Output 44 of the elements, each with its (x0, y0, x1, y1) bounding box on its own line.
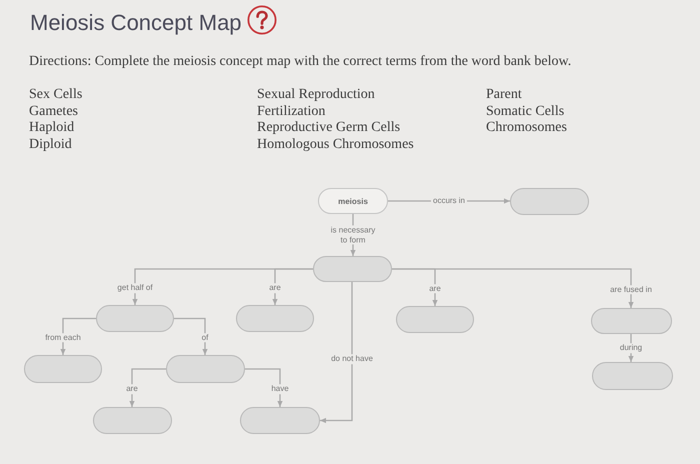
word-bank-term: Diploid (29, 136, 72, 152)
edge-label: are (427, 284, 443, 294)
answer-box (510, 188, 589, 215)
page-title: Meiosis Concept Map (30, 10, 242, 36)
word-bank-term: Gametes (29, 104, 78, 120)
word-bank-term: Chromosomes (486, 120, 567, 136)
word-bank-term: Somatic Cells (486, 104, 564, 120)
edge-label: are fused in (608, 284, 654, 294)
edge-label: of (200, 332, 210, 343)
directions-text: Directions: Complete the meiosis concept map with the correct terms from the word bank below. (29, 54, 572, 70)
edge-label: do not have (329, 354, 375, 364)
edge-label: occurs in (431, 196, 467, 206)
arrow (392, 268, 634, 308)
concept-label: meiosis (338, 196, 368, 206)
answer-box (313, 256, 392, 282)
answer-box (592, 362, 673, 390)
arrow (129, 368, 166, 407)
arrow (272, 268, 313, 305)
answer-box (166, 355, 245, 383)
word-bank-term: Parent (486, 87, 522, 103)
word-bank-term: Sex Cells (29, 87, 82, 103)
arrow (320, 282, 353, 424)
arrow (245, 368, 283, 407)
answer-box (591, 308, 672, 334)
answer-box (96, 305, 174, 332)
answer-box (236, 305, 314, 332)
edge-label: get half of (115, 283, 155, 293)
answer-box (24, 355, 102, 383)
edge-label: have (269, 384, 291, 394)
answer-box (240, 407, 320, 434)
answer-box (396, 306, 474, 333)
edge-label: are (124, 384, 140, 394)
word-bank-term: Homologous Chromosomes (257, 136, 414, 152)
word-bank-term: Reproductive Germ Cells (257, 120, 400, 136)
word-bank-term: Fertilization (257, 104, 326, 120)
word-bank-term: Sexual Reproduction (257, 87, 375, 103)
edge-label: during (618, 343, 644, 353)
arrow (174, 318, 208, 355)
edge-label: from each (43, 332, 83, 343)
concept-node (318, 188, 388, 214)
arrow (60, 318, 96, 355)
answer-box (93, 407, 172, 434)
word-bank-term: Haploid (29, 120, 74, 136)
edge-label: are (267, 283, 283, 293)
